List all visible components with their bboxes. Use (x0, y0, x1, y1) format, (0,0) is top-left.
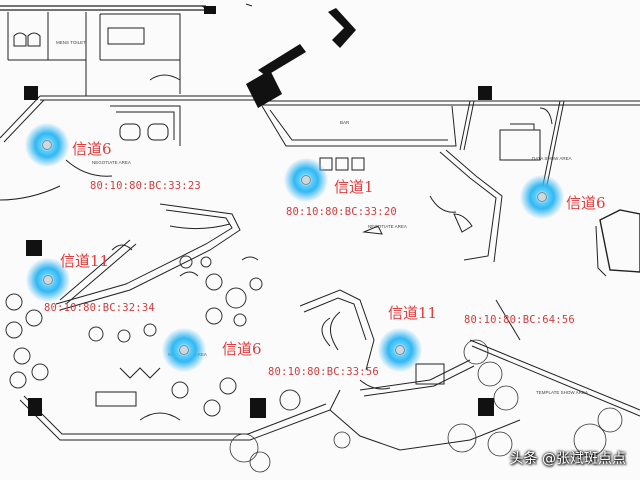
ap-1-mac: 80:10:80:BC:33:23 (90, 180, 201, 192)
ap-6-mac: 80:10:80:BC:64:56 (464, 314, 575, 326)
access-point-5[interactable] (162, 328, 206, 372)
room-label-mens-toilet: MENS TOILET (56, 40, 86, 45)
access-point-2[interactable] (284, 158, 328, 202)
router-icon (301, 175, 311, 185)
access-point-1[interactable] (25, 123, 69, 167)
columns (24, 6, 494, 418)
ap-2-channel: 信道1 (334, 178, 374, 196)
ap-5-mac: 80:10:80:BC:33:56 (268, 366, 379, 378)
router-icon (42, 140, 52, 150)
access-point-3[interactable] (520, 175, 564, 219)
room-label-template-show: TEMPLATE SHOW AREA (536, 390, 588, 395)
router-icon (537, 192, 547, 202)
ap-5-channel: 信道6 (222, 340, 262, 358)
ap-4-mac: 80:10:80:BC:32:34 (44, 302, 155, 314)
ap-4-channel: 信道11 (60, 252, 110, 270)
router-icon (179, 345, 189, 355)
watermark: 头条 @张斌斑点点 (509, 451, 626, 467)
room-label-negotiate-center: NEGOTIATE AREA (368, 224, 407, 229)
room-label-data-show: DATA SHOW AREA (532, 156, 572, 161)
ap-3-channel: 信道6 (566, 194, 606, 212)
ap-2-mac: 80:10:80:BC:33:20 (286, 206, 397, 218)
access-point-6[interactable] (378, 328, 422, 372)
room-label-bar: BAR (340, 120, 350, 125)
room-label-negotiate-left: NEGOTIATE AREA (92, 160, 131, 165)
router-icon (43, 275, 53, 285)
wall-lines (0, 3, 640, 473)
ap-6-channel: 信道11 (388, 304, 438, 322)
ap-1-channel: 信道6 (72, 140, 112, 158)
access-point-4[interactable] (26, 258, 70, 302)
router-icon (395, 345, 405, 355)
